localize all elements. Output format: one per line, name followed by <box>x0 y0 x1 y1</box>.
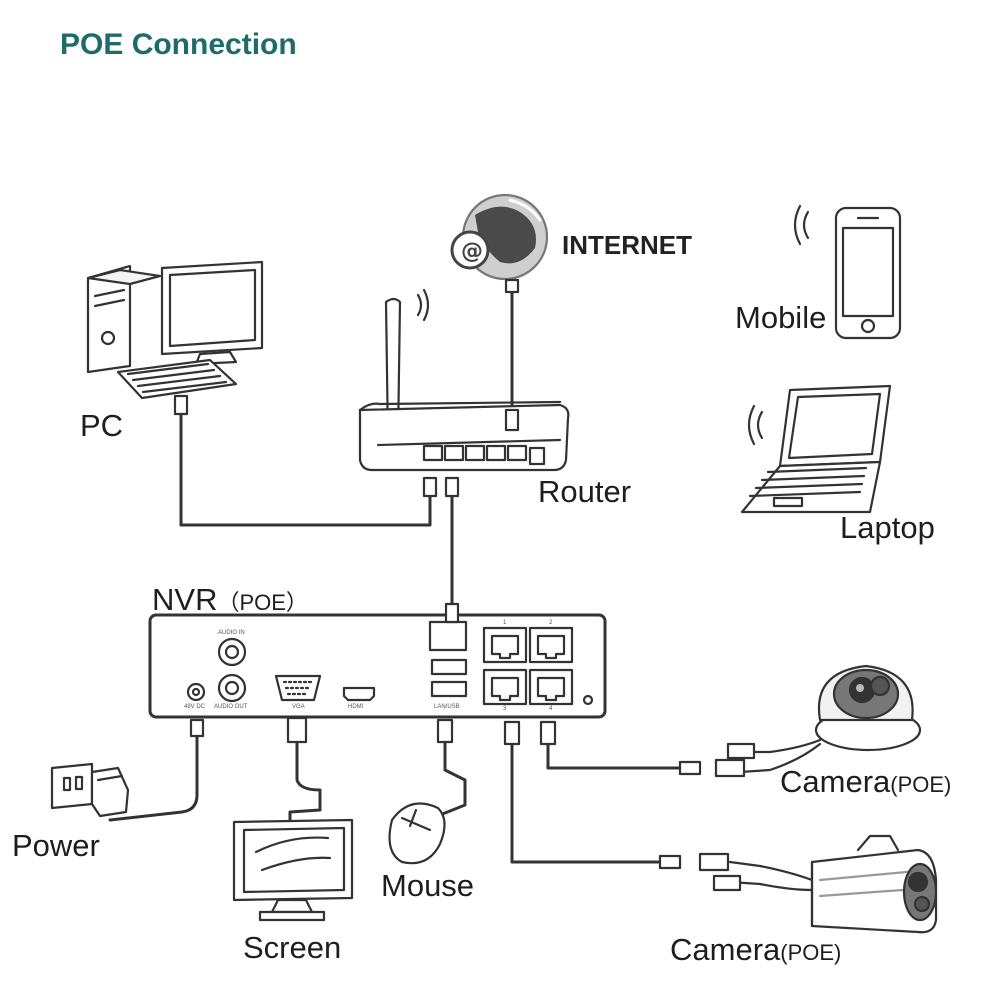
audio-out-port-label: AUDIO OUT <box>214 704 248 710</box>
globe-icon: @ <box>450 193 549 294</box>
power-port-label: 48V DC <box>184 704 206 710</box>
poe-port-4-label: 4 <box>549 706 553 712</box>
hdmi-port-label: HDMI <box>348 704 364 710</box>
mobile-illustration <box>793 204 902 340</box>
poe-port-2-label: 2 <box>549 620 553 626</box>
vga-port-label: VGA <box>292 704 305 710</box>
page-title: POE Connection <box>60 28 297 61</box>
laptop-label: Laptop <box>840 510 935 545</box>
dome-camera-name: Camera <box>780 764 891 799</box>
dome-camera-illustration <box>678 664 922 778</box>
bullet-camera-label: Camera(POE) <box>670 932 841 968</box>
bullet-camera-suffix: (POE) <box>780 940 842 965</box>
poe-port-3-label: 3 <box>503 706 507 712</box>
nvr-name: NVR <box>152 582 218 617</box>
nvr-label: NVR（POE） <box>152 582 308 618</box>
cables <box>108 283 682 864</box>
power-adapter-illustration <box>50 762 130 818</box>
router-label: Router <box>538 474 632 509</box>
laptop-illustration <box>740 384 892 514</box>
svg-text:@: @ <box>461 239 483 264</box>
bullet-camera-illustration <box>658 834 938 934</box>
mouse-label: Mouse <box>381 868 475 903</box>
screen-illustration <box>232 818 354 922</box>
audio-in-port-label: AUDIO IN <box>218 630 245 636</box>
nvr-suffix: （POE） <box>217 590 308 615</box>
poe-port-1-label: 1 <box>503 620 507 626</box>
power-label: Power <box>12 828 100 863</box>
lan-usb-port-label: LAN/USB <box>434 704 460 710</box>
bullet-camera-name: Camera <box>670 932 781 967</box>
internet-label: INTERNET <box>562 230 692 260</box>
mouse-illustration <box>388 802 446 865</box>
mobile-label: Mobile <box>735 300 827 335</box>
pc-label: PC <box>80 408 124 443</box>
nvr-illustration <box>148 602 607 746</box>
dome-camera-suffix: (POE) <box>890 772 952 797</box>
dome-camera-label: Camera(POE) <box>780 764 951 800</box>
pc-illustration <box>86 260 264 416</box>
router-illustration <box>358 288 570 498</box>
screen-label: Screen <box>243 930 342 965</box>
